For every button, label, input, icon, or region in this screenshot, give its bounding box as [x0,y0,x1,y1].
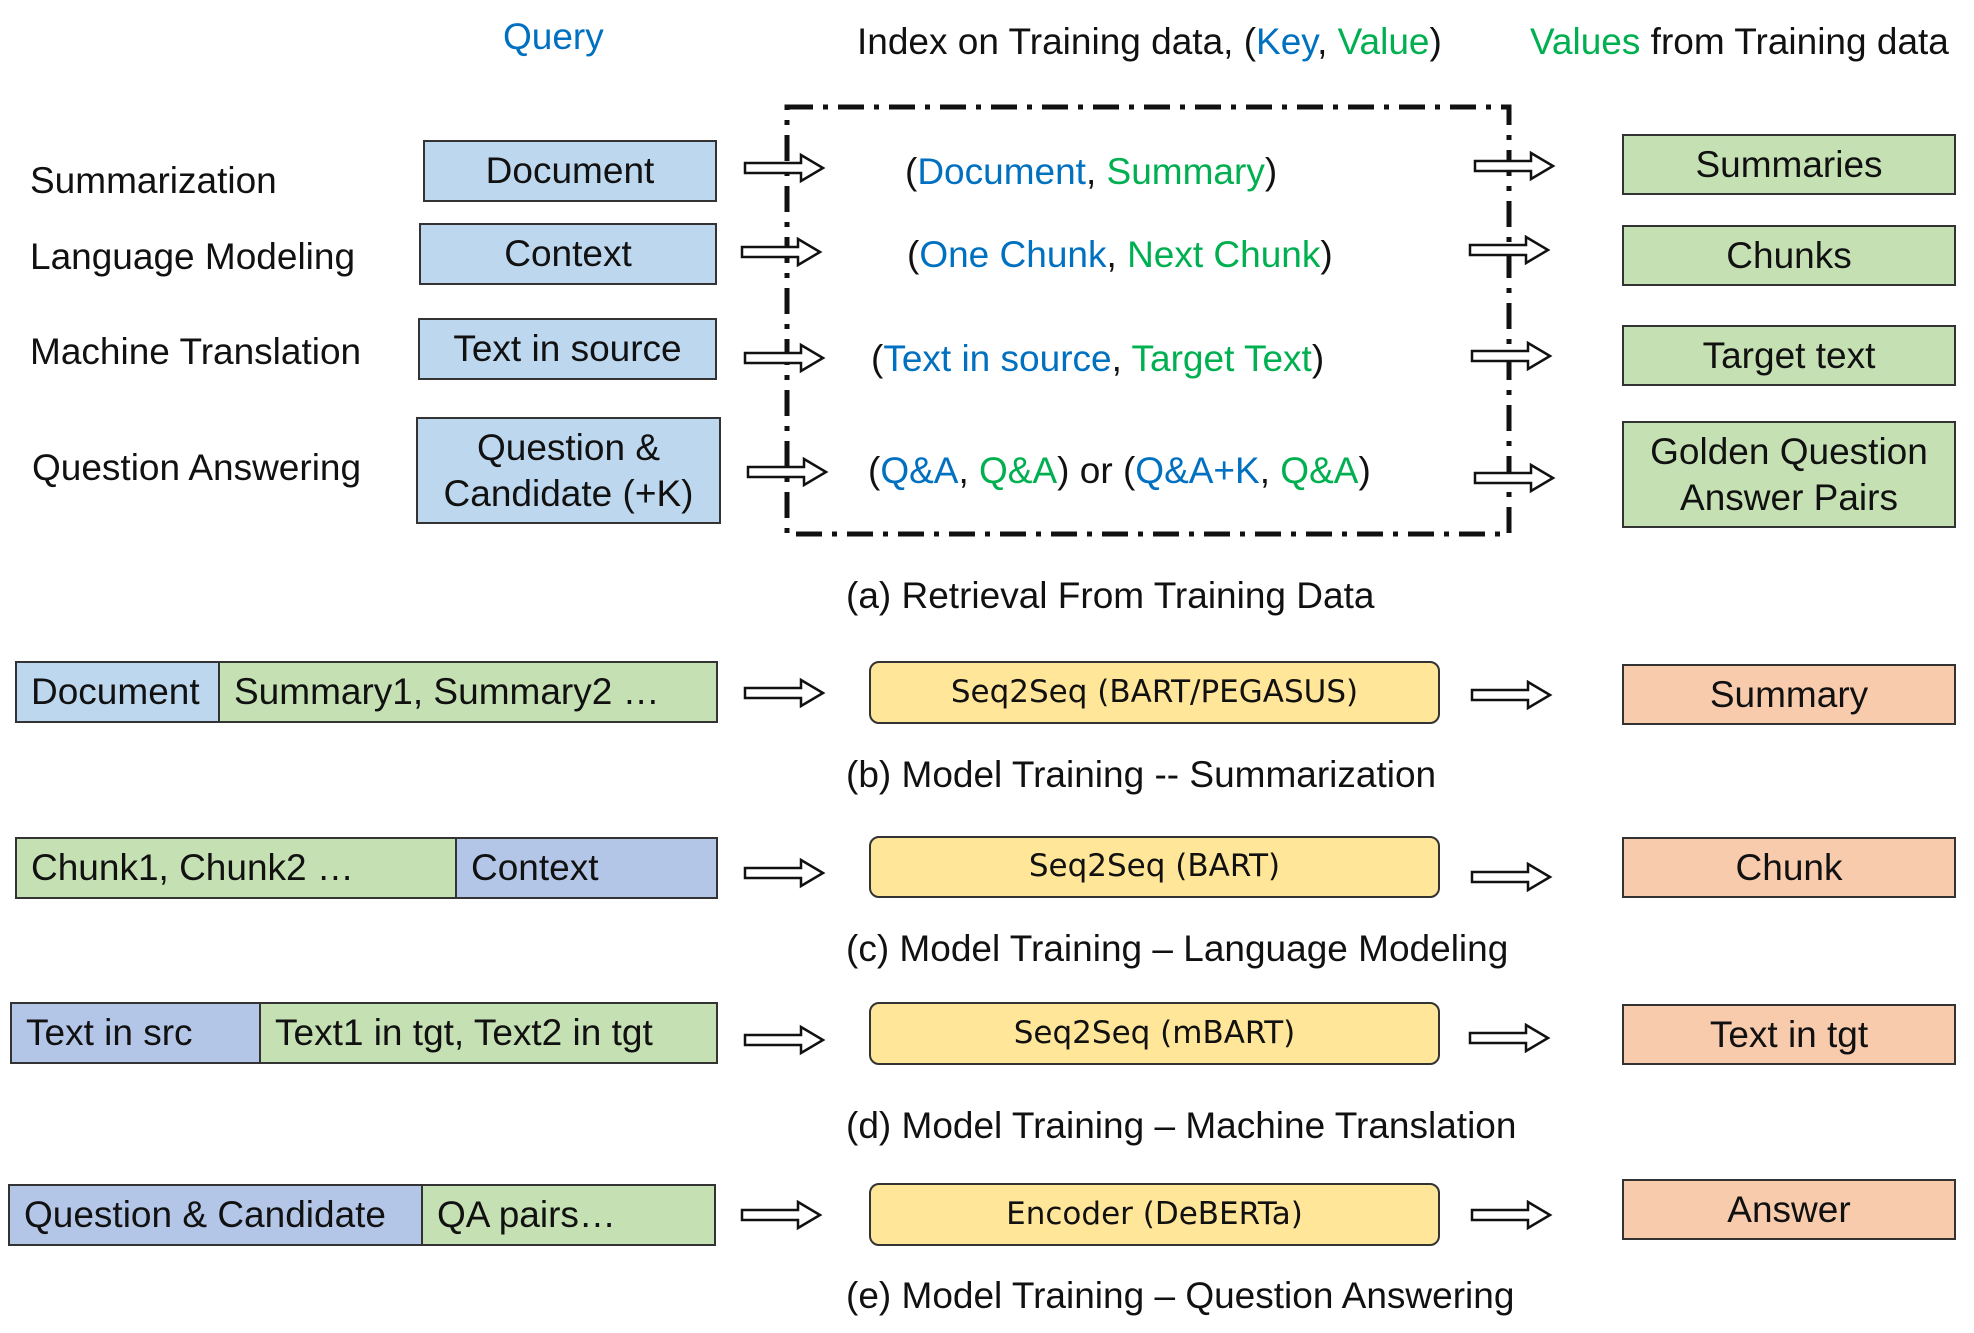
caption-c: (c) Model Training – Language Modeling [846,928,1509,969]
input-seg-text-in-tgt: Text1 in tgt, Text2 in tgt [261,1004,716,1062]
task-label-machine-translation: Machine Translation [30,331,362,372]
hollow-arrow-icon [743,857,826,889]
header-index-key: Key [1256,21,1318,62]
pair-key: One Chunk [919,234,1107,275]
hollow-arrow-icon [740,1199,823,1231]
output-box-summary: Summary [1622,664,1956,725]
pair-language-modeling: (One Chunk, Next Chunk) [907,234,1333,275]
pair-value-2: Q&A [1280,450,1359,491]
pair-machine-translation: (Text in source, Target Text) [871,338,1325,379]
header-values-word: Values [1530,21,1641,62]
result-box-chunks: Chunks [1622,225,1956,286]
pair-question-answering: (Q&A, Q&A) or (Q&A+K, Q&A) [868,450,1371,491]
pair-value-1: Q&A [979,450,1058,491]
input-seg-chunks: Chunk1, Chunk2 … [17,839,457,897]
input-row-language-modeling: Chunk1, Chunk2 … Context [15,837,718,899]
hollow-arrow-icon [1473,150,1556,182]
hollow-arrow-icon [1468,1022,1551,1054]
pair-value: Target Text [1131,338,1312,379]
input-seg-question-candidate: Question & Candidate [10,1186,423,1244]
hollow-arrow-icon [740,236,823,268]
hollow-arrow-icon [743,1024,826,1056]
model-box-mbart: Seq2Seq (mBART) [869,1002,1440,1065]
pair-key: Document [917,151,1086,192]
task-label-question-answering: Question Answering [32,447,362,488]
header-index: Index on Training data, (Key, Value) [857,21,1442,63]
hollow-arrow-icon [1470,1199,1553,1231]
input-row-question-answering: Question & Candidate QA pairs… [8,1184,716,1246]
input-seg-text-in-src: Text in src [12,1004,261,1062]
pair-key-2: Q&A+K [1135,450,1260,491]
result-box-qa-line1: Golden Question [1650,431,1928,473]
hollow-arrow-icon [743,342,826,374]
hollow-arrow-icon [743,677,826,709]
output-box-answer: Answer [1622,1179,1956,1240]
pair-or: or [1069,450,1123,491]
model-box-deberta: Encoder (DeBERTa) [869,1183,1440,1246]
header-values-rest: from Training data [1640,21,1949,62]
result-box-summaries: Summaries [1622,134,1956,195]
query-box-text-in-source: Text in source [418,318,717,380]
pair-summarization: (Document, Summary) [905,151,1278,192]
result-box-golden-qa-pairs: Golden Question Answer Pairs [1622,421,1956,528]
task-label-language-modeling: Language Modeling [30,236,356,277]
query-box-document: Document [423,140,717,202]
query-box-qa-line2: Candidate (+K) [443,472,694,514]
input-seg-summaries: Summary1, Summary2 … [220,663,716,721]
input-row-summarization: Document Summary1, Summary2 … [15,661,718,723]
query-box-qa-line1: Question & [476,427,661,469]
pair-key: Text in source [883,338,1112,379]
input-row-machine-translation: Text in src Text1 in tgt, Text2 in tgt [10,1002,718,1064]
caption-d: (d) Model Training – Machine Translation [846,1105,1517,1146]
input-seg-document: Document [17,663,220,721]
header-index-prefix: Index on Training data, ( [857,21,1257,62]
query-box-context: Context [419,223,717,285]
caption-b: (b) Model Training -- Summarization [846,754,1437,795]
output-box-text-in-tgt: Text in tgt [1622,1004,1956,1065]
header-query: Query [503,16,604,57]
pair-value: Next Chunk [1127,234,1321,275]
header-index-sep: , [1317,21,1338,62]
hollow-arrow-icon [1473,462,1556,494]
hollow-arrow-icon [743,152,826,184]
pair-key-1: Q&A [880,450,959,491]
output-box-chunk: Chunk [1622,837,1956,898]
task-label-summarization: Summarization [30,160,277,201]
header-index-value: Value [1337,21,1430,62]
model-box-bart: Seq2Seq (BART) [869,836,1440,898]
input-seg-context: Context [457,839,716,897]
caption-e: (e) Model Training – Question Answering [846,1275,1515,1316]
hollow-arrow-icon [1470,340,1553,372]
header-index-suffix: ) [1429,21,1442,62]
model-box-bart-pegasus: Seq2Seq (BART/PEGASUS) [869,661,1440,724]
hollow-arrow-icon [1470,679,1553,711]
caption-a: (a) Retrieval From Training Data [846,575,1375,616]
hollow-arrow-icon [1468,234,1551,266]
result-box-qa-line2: Answer Pairs [1680,476,1898,518]
result-box-target-text: Target text [1622,325,1956,386]
query-box-question-candidate: Question & Candidate (+K) [416,417,721,524]
header-values: Values from Training data [1530,21,1949,63]
input-seg-qa-pairs: QA pairs… [423,1186,714,1244]
hollow-arrow-icon [1470,861,1553,893]
hollow-arrow-icon [746,456,829,488]
pair-value: Summary [1106,151,1265,192]
